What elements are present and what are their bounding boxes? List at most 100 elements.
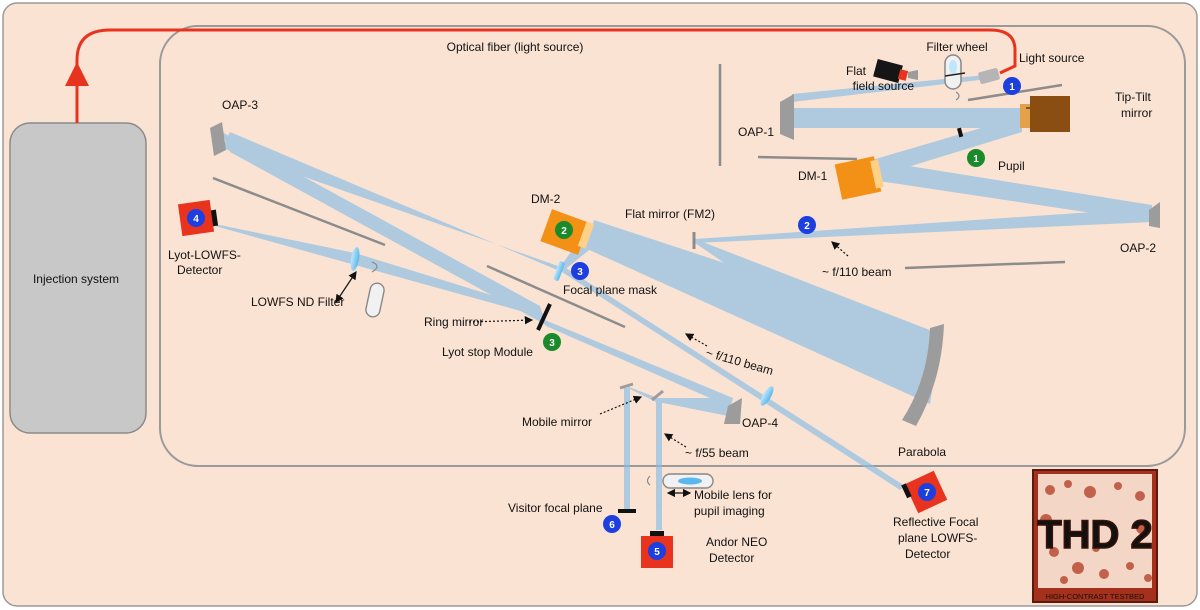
marker-blue-2	[798, 216, 816, 234]
marker-blue-1	[1003, 77, 1021, 95]
marker-blue-4-text: 4	[193, 214, 199, 225]
marker-green-2-text: 2	[561, 226, 567, 237]
beam-lens-lowfs	[215, 224, 355, 265]
beam-fpm-rflowfs	[562, 268, 905, 490]
focal-plane-mask-label: Focal plane mask	[563, 283, 658, 297]
ring-mirror	[536, 303, 552, 331]
markers: 1 1 2 2 3 3 4 5 6 7	[187, 77, 1021, 560]
marker-blue-6-text: 6	[609, 520, 615, 531]
beam-oap4-mobile	[658, 398, 733, 416]
beam-fpm-oap3	[222, 132, 562, 272]
marker-green-1-text: 1	[973, 154, 979, 165]
beam-oap3-lyot	[222, 132, 546, 325]
mobile-mirror-label: Mobile mirror	[522, 415, 592, 429]
bench-enclosure	[159, 25, 1186, 467]
beam-tiptilt-dm1	[872, 116, 1022, 178]
ring-mirror-label: Ring mirror	[424, 315, 483, 329]
dm1-label: DM-1	[798, 169, 828, 183]
mobile-lens-icon	[646, 473, 714, 489]
tip-tilt-label-1: Tip-Tilt	[1115, 90, 1151, 104]
mobile-mirror-2	[651, 389, 664, 402]
lyot-stop-label: Lyot stop Module	[442, 345, 533, 359]
optical-fiber	[75, 28, 1017, 123]
marker-blue-3-text: 3	[577, 267, 583, 278]
optical-fiber-label: Optical fiber (light source)	[447, 40, 584, 54]
marker-blue-1-text: 1	[1009, 82, 1015, 93]
mobile-lens-label-1: Mobile lens for	[694, 488, 772, 502]
dm2-label: DM-2	[531, 192, 561, 206]
marker-green-3	[543, 333, 561, 351]
baffles	[212, 64, 1066, 329]
visitor-fp-label: Visitor focal plane	[508, 501, 603, 515]
oap1-label: OAP-1	[738, 125, 774, 139]
f55-label: ~ f/55 beam	[685, 446, 749, 460]
f110-upper-arrow	[831, 241, 849, 257]
parabola-label: Parabola	[898, 445, 946, 459]
lowfs-lens	[350, 247, 360, 271]
beam-mobile-mirror	[626, 386, 660, 404]
relay-lens	[760, 386, 774, 406]
andor-label-1: Andor NEO	[706, 535, 767, 549]
thd2-logo: THD 2 HIGH-CONTRAST TESTBED	[1032, 469, 1158, 603]
oap4-mirror	[724, 398, 742, 424]
beam-ring-lens	[355, 253, 546, 318]
lowfs-nd-label: LOWFS ND Filter	[251, 295, 344, 309]
oap3-mirror	[210, 122, 226, 156]
marker-blue-3	[571, 262, 589, 280]
marker-green-3-text: 3	[549, 338, 555, 349]
andor-label-2: Detector	[709, 551, 754, 565]
oap1-mirror	[780, 94, 794, 140]
marker-blue-7	[918, 483, 936, 501]
pupil-stop-1	[957, 127, 964, 138]
beam-parabola-dm2	[585, 220, 940, 404]
beam-dm1-oap2	[872, 160, 1152, 222]
light-source-icon	[978, 68, 1000, 84]
light-source-label: Light source	[1019, 51, 1085, 65]
marker-green-2	[555, 221, 573, 239]
lyot-lowfs-label-1: Lyot-LOWFS-	[168, 248, 241, 262]
beam-to-visitor	[624, 388, 630, 510]
logo-main-text: THD 2	[1037, 513, 1153, 557]
beam-source-oap1	[792, 75, 988, 102]
f55-arrow	[663, 433, 687, 448]
rflowfs-label-3: Detector	[905, 547, 950, 561]
rflowfs-label-1: Reflective Focal	[893, 515, 978, 529]
parabola-mirror	[902, 324, 944, 426]
flat-field-source-icon	[873, 58, 918, 84]
oap4-label: OAP-4	[742, 416, 778, 430]
marker-blue-7-text: 7	[924, 488, 930, 499]
marker-blue-2-text: 2	[804, 221, 810, 232]
beam-lyot-oap4	[540, 318, 733, 406]
tip-tilt-mirror-icon	[1020, 96, 1070, 132]
flat-mirror-label: Flat mirror (FM2)	[625, 207, 715, 221]
f110-upper-label: ~ f/110 beam	[822, 265, 892, 279]
marker-blue-5	[648, 542, 666, 560]
marker-green-1	[967, 149, 985, 167]
oap3-label: OAP-3	[222, 98, 258, 112]
marker-blue-6	[603, 515, 621, 533]
ring-mirror-arrow	[468, 316, 534, 325]
oap2-label: OAP-2	[1120, 241, 1156, 255]
lowfs-nd-filter-icon	[365, 261, 385, 318]
f110-lower-arrow	[684, 333, 708, 347]
beam-to-andor	[656, 400, 662, 530]
tip-tilt-label-2: mirror	[1121, 106, 1152, 120]
focal-plane-mask	[553, 261, 565, 281]
mobile-mirror-1	[619, 382, 634, 390]
lowfs-nd-arrow	[335, 271, 357, 303]
mobile-lens-label-2: pupil imaging	[694, 504, 765, 518]
flat-field-label-2: field source	[853, 79, 915, 93]
pupil-label: Pupil	[998, 159, 1025, 173]
visitor-focal-plane	[618, 509, 636, 513]
marker-blue-5-text: 5	[654, 547, 660, 558]
flat-field-label-1: Flat	[846, 64, 867, 78]
lyot-lowfs-label-2: Detector	[177, 263, 222, 277]
dm1-icon	[834, 156, 884, 200]
marker-blue-4	[187, 209, 205, 227]
beam-oap1-tiptilt	[792, 108, 1022, 128]
filter-wheel-icon	[944, 54, 966, 101]
beams	[215, 75, 1152, 530]
